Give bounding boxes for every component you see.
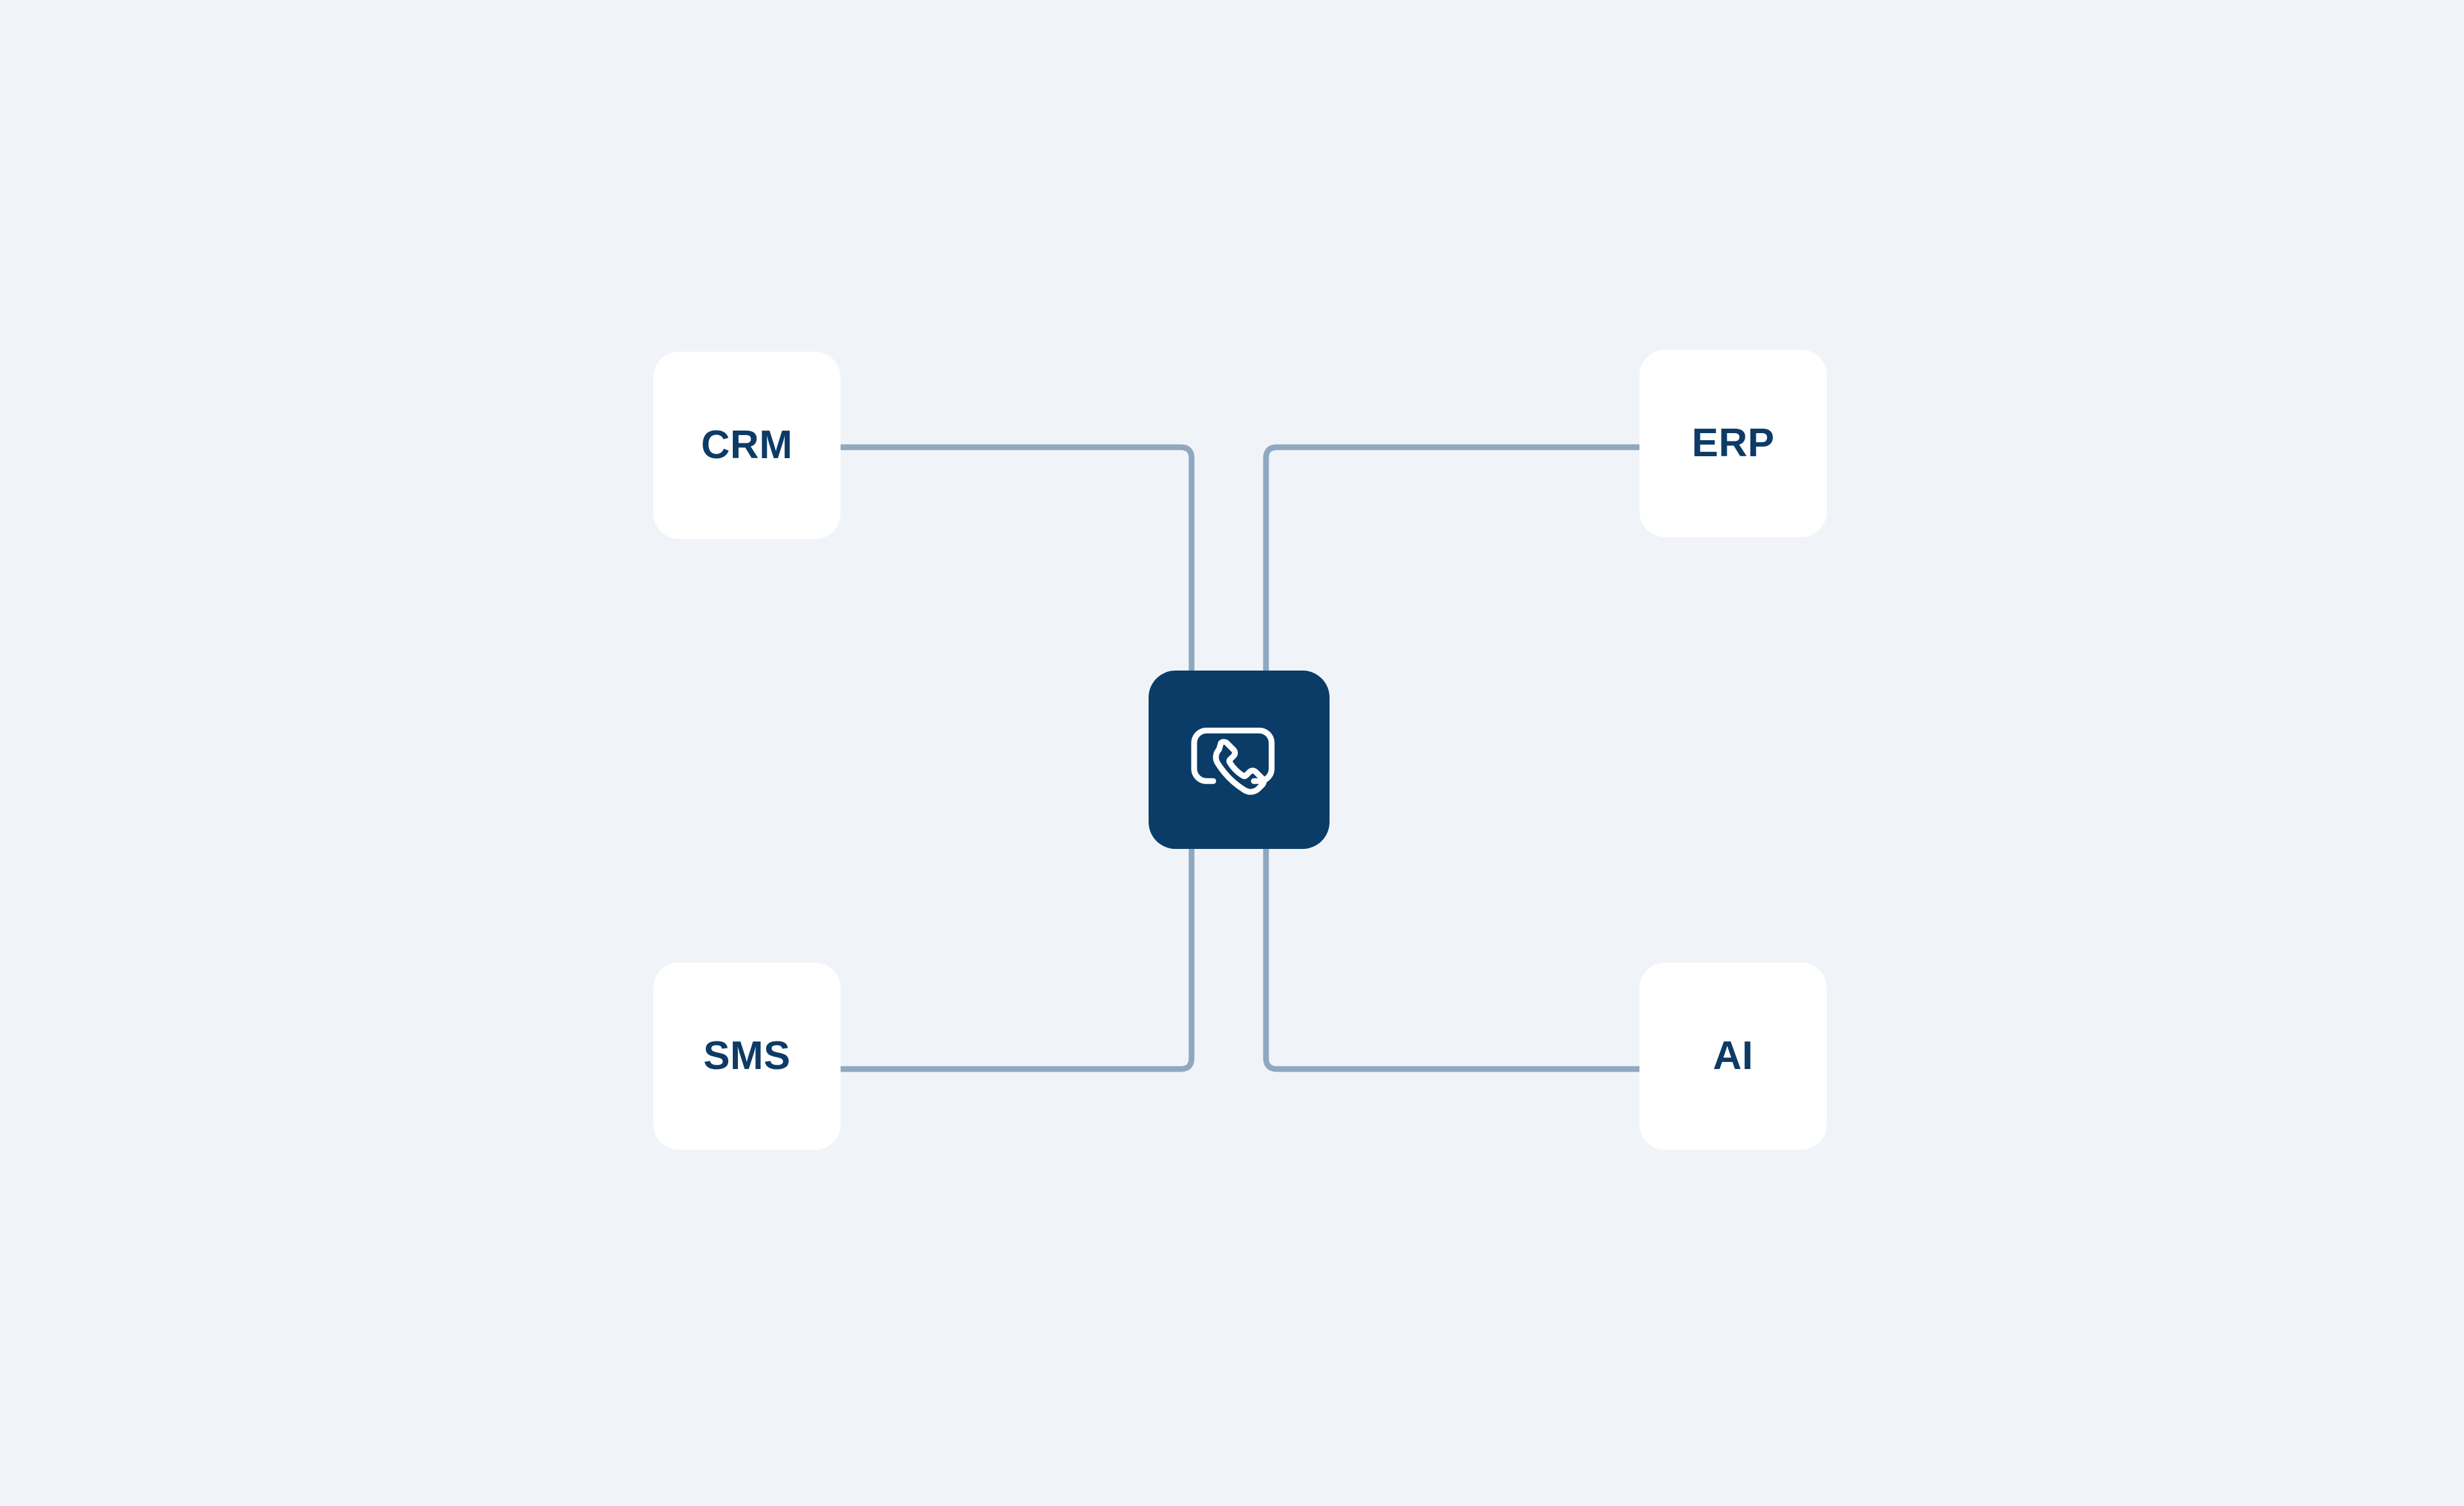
- node-label-crm: CRM: [701, 423, 793, 467]
- connector-ai-to-hub: [1263, 849, 1639, 1072]
- node-label-ai: AI: [1713, 1034, 1754, 1078]
- phone-call-icon: [1191, 727, 1275, 795]
- connector-crm-to-hub: [841, 444, 1195, 671]
- hub-tile-phone[interactable]: [1149, 671, 1330, 849]
- node-card-sms[interactable]: SMS: [653, 963, 841, 1150]
- node-label-sms: SMS: [703, 1034, 791, 1078]
- node-card-erp[interactable]: ERP: [1639, 350, 1827, 537]
- connector-erp-to-hub: [1263, 444, 1639, 671]
- node-card-ai[interactable]: AI: [1639, 963, 1827, 1150]
- node-label-erp: ERP: [1691, 421, 1775, 465]
- node-card-crm[interactable]: CRM: [653, 352, 841, 539]
- connector-sms-to-hub: [841, 849, 1195, 1072]
